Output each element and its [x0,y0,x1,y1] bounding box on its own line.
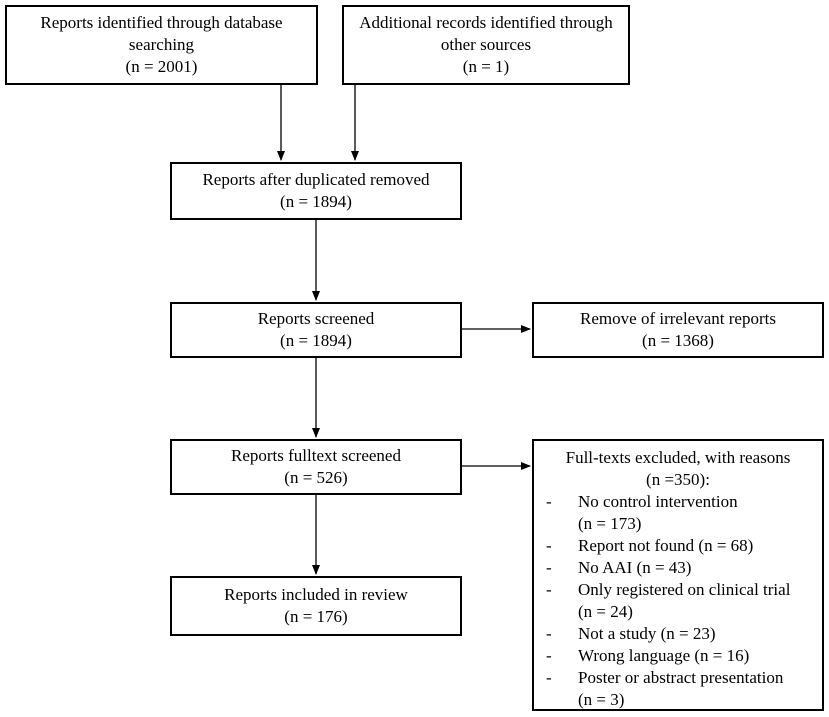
reason-item: - Report not found (n = 68) [540,535,816,557]
bullet-dash: - [546,558,552,577]
other-line2: other sources [440,35,532,54]
bullet-dash: - [546,646,552,665]
bullet-dash: - [546,536,552,555]
screened-line1: Reports screened [257,309,375,328]
database-count: (n = 2001) [125,57,198,76]
reason-text: Only registered on clinical trial [578,580,791,599]
fulltext-line1: Reports fulltext screened [231,446,401,465]
screened-box: Reports screened (n = 1894) [170,302,462,358]
bullet-dash: - [546,580,552,599]
fulltext-box: Reports fulltext screened (n = 526) [170,439,462,495]
database-line1: Reports identified through database [40,13,283,32]
included-count: (n = 176) [284,607,348,626]
dedup-line1: Reports after duplicated removed [202,170,430,189]
other-sources-box: Additional records identified through ot… [342,5,630,85]
included-line1: Reports included in review [224,585,408,604]
reason-count: (n = 24) [578,602,633,621]
reason-item: - Only registered on clinical trial (n =… [540,579,816,623]
removed-box: Remove of irrelevant reports (n = 1368) [532,302,824,358]
database-search-box: Reports identified through database sear… [5,5,318,85]
reason-item: - Wrong language (n = 16) [540,645,816,667]
reason-text: Report not found (n = 68) [578,536,754,555]
exclusion-reasons-list: - No control intervention (n = 173) - Re… [540,491,816,711]
other-count: (n = 1) [462,57,510,76]
reason-text: No AAI (n = 43) [578,558,692,577]
bullet-dash: - [546,668,552,687]
reason-text: No control intervention [578,492,738,511]
removed-count: (n = 1368) [642,331,714,350]
excluded-line1: Full-texts excluded, with reasons [565,448,791,467]
excluded-box: Full-texts excluded, with reasons (n =35… [532,439,824,711]
reason-item: - No AAI (n = 43) [540,557,816,579]
screened-count: (n = 1894) [280,331,352,350]
removed-line1: Remove of irrelevant reports [580,309,776,328]
reason-item: - Not a study (n = 23) [540,623,816,645]
excluded-total: (n =350): [646,470,710,489]
reason-text: Not a study (n = 23) [578,624,716,643]
reason-count: (n = 3) [578,690,625,709]
dedup-count: (n = 1894) [280,192,352,211]
reason-text: Poster or abstract presentation [578,668,784,687]
other-line1: Additional records identified through [359,13,613,32]
database-line2: searching [128,35,195,54]
bullet-dash: - [546,624,552,643]
reason-item: - Poster or abstract presentation (n = 3… [540,667,816,711]
reason-item: - No control intervention (n = 173) [540,491,816,535]
bullet-dash: - [546,492,552,511]
fulltext-count: (n = 526) [284,468,348,487]
reason-text: Wrong language (n = 16) [578,646,750,665]
dedup-box: Reports after duplicated removed (n = 18… [170,162,462,220]
included-box: Reports included in review (n = 176) [170,576,462,636]
excluded-header: Full-texts excluded, with reasons (n =35… [540,447,816,491]
reason-count: (n = 173) [578,514,642,533]
